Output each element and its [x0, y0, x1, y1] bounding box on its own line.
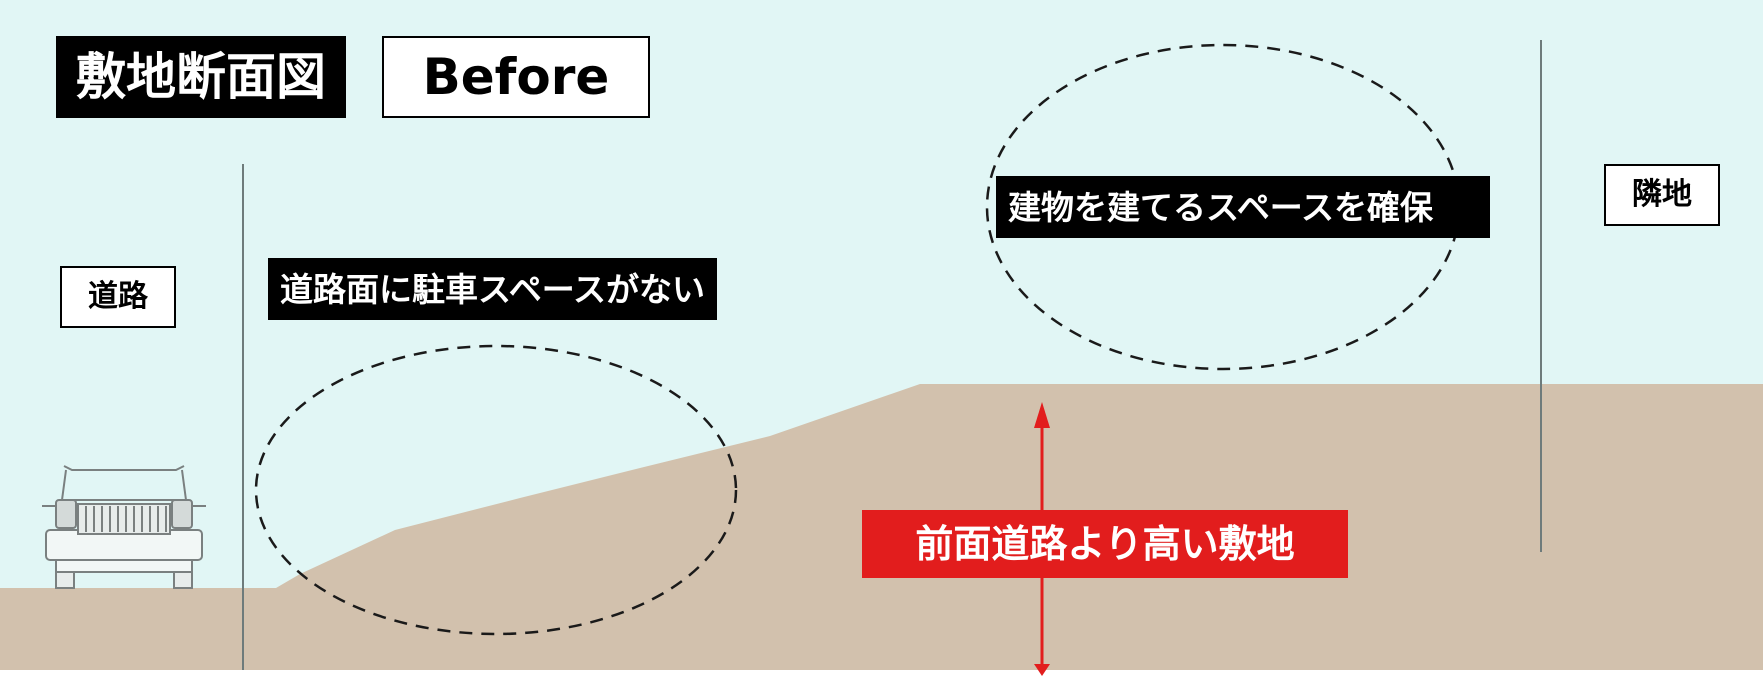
car-icon	[42, 465, 206, 589]
bottom-white-strip	[0, 668, 1763, 676]
no-parking-note: 道路面に駐車スペースがない	[268, 258, 718, 320]
neighbor-land-label: 隣地	[1604, 164, 1720, 226]
diagram-title: 敷地断面図	[56, 36, 346, 118]
road-label: 道路	[60, 266, 176, 328]
no-parking-dashed-circle	[254, 344, 738, 636]
before-tag: Before	[382, 36, 650, 118]
site-height-note: 前面道路より高い敷地	[862, 510, 1348, 578]
building-space-note: 建物を建てるスペースを確保	[996, 176, 1490, 238]
